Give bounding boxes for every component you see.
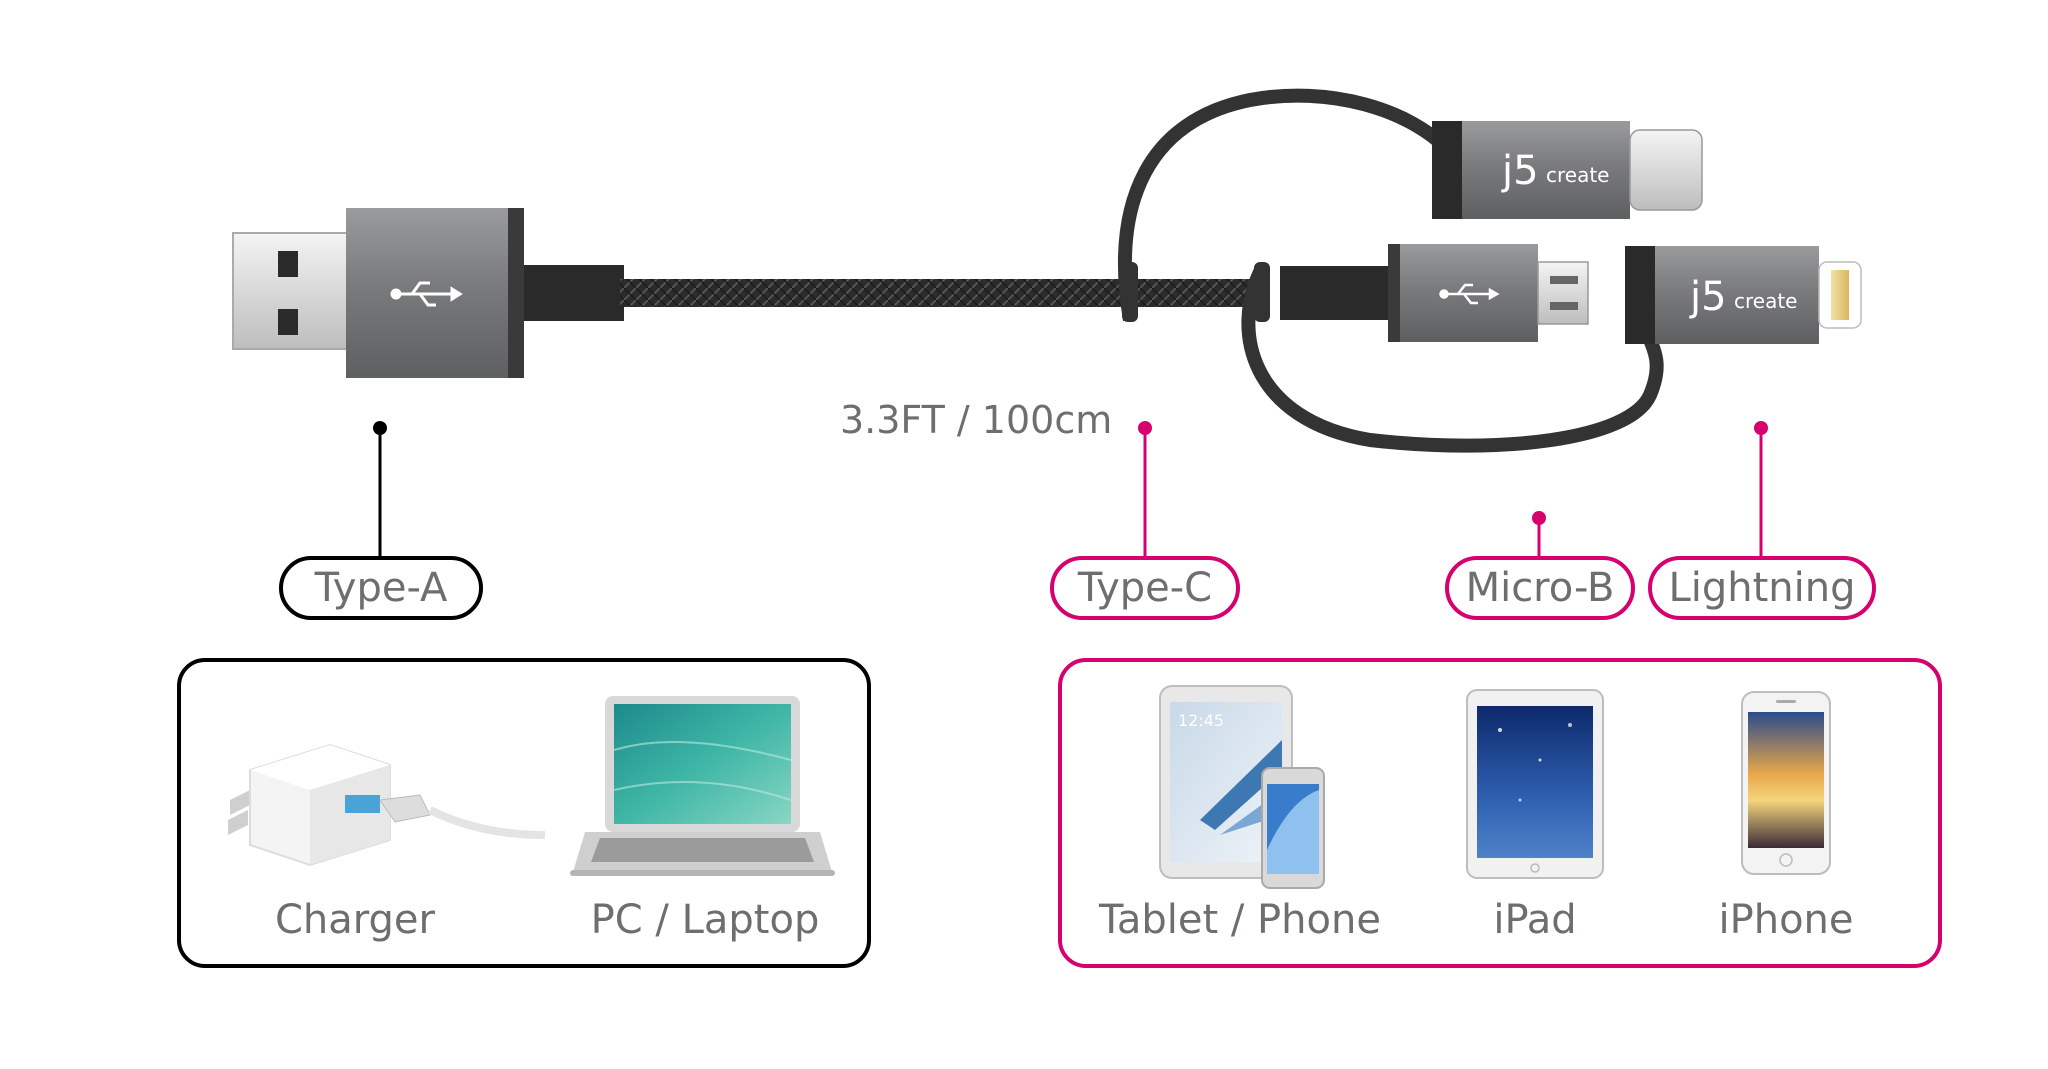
tether-clip — [1254, 262, 1270, 322]
micro-b-connector — [1280, 244, 1589, 342]
mobile-devices-box — [1058, 658, 1942, 968]
callout-lightning — [1754, 421, 1768, 556]
host-devices-box — [177, 658, 871, 968]
tether-clip — [1122, 262, 1138, 322]
ipad-label: iPad — [1493, 897, 1577, 943]
type-c-adapter: j5 create — [1432, 121, 1703, 219]
micro-b-label: Micro-B — [1445, 556, 1635, 620]
brand-logo: j5 — [1501, 148, 1539, 194]
brand-logo: j5 — [1689, 274, 1727, 320]
usb-symbol-icon — [390, 281, 463, 307]
lightning-tether — [1241, 264, 1664, 453]
usb-symbol-icon — [1439, 283, 1500, 305]
iphone-image — [1741, 691, 1831, 875]
braided-cable — [620, 279, 1260, 307]
charger-image — [228, 743, 546, 867]
laptop-image — [570, 696, 835, 876]
usb-a-connector — [232, 208, 524, 378]
strain-relief — [524, 265, 624, 321]
tablet-phone-image: 12:45 — [1159, 685, 1325, 889]
tablet-clock: 12:45 — [1178, 711, 1224, 730]
ipad-image — [1466, 689, 1604, 879]
callout-type-a — [373, 421, 387, 556]
iphone-label: iPhone — [1718, 897, 1854, 943]
lightning-adapter: j5 create — [1625, 246, 1862, 344]
callout-micro-b — [1532, 511, 1546, 556]
brand-logo-sub: create — [1734, 289, 1798, 313]
charger-label: Charger — [275, 897, 435, 943]
pc-laptop-label: PC / Laptop — [590, 897, 820, 943]
brand-logo-sub: create — [1546, 163, 1610, 187]
type-a-label: Type-A — [279, 556, 483, 620]
tablet-phone-label: Tablet / Phone — [1099, 897, 1381, 943]
lightning-label: Lightning — [1648, 556, 1876, 620]
callout-type-c — [1138, 421, 1152, 556]
type-c-label: Type-C — [1050, 556, 1240, 620]
cable-length-label: 3.3FT / 100cm — [840, 398, 1113, 442]
type-c-tether — [1118, 88, 1454, 322]
